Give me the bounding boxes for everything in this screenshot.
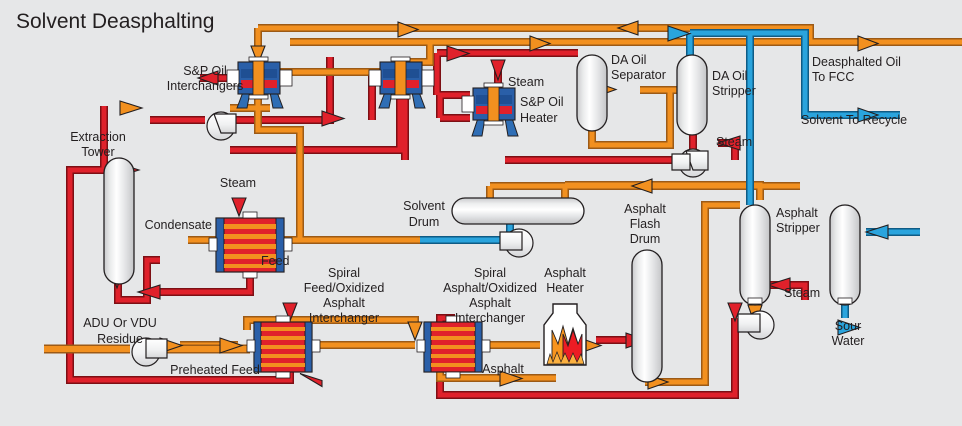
- label-preheated-feed: Preheated Feed: [170, 363, 260, 377]
- label-adu-vdu-1: ADU Or VDU: [83, 316, 157, 330]
- label-sour-water-2: Water: [832, 334, 865, 348]
- extraction-tower: [103, 157, 135, 285]
- label-spiral-feed-2: Feed/Oxidized: [304, 281, 385, 295]
- sp-oil-interchanger-left: [226, 56, 293, 109]
- da-oil-separator: [576, 54, 608, 132]
- label-asphalt: Asphalt: [482, 362, 524, 376]
- page-title: Solvent Deasphalting: [16, 10, 214, 33]
- sour-water-vessel: [829, 204, 861, 306]
- pump-da-stripper-bottoms: [671, 148, 709, 178]
- label-da-oil-separator-1: DA Oil: [611, 53, 646, 67]
- label-solvent-drum-2: Drum: [409, 215, 440, 229]
- label-spiral-asphalt-3: Asphalt: [469, 296, 511, 310]
- label-asphalt-heater-2: Heater: [546, 281, 584, 295]
- asphalt-heater: [543, 303, 587, 366]
- label-asphalt-flash-drum-2: Flash: [630, 217, 661, 231]
- vessel-nozzles: [747, 297, 853, 305]
- label-extraction-tower-1: Extraction: [70, 130, 126, 144]
- label-feed: Feed: [261, 254, 290, 268]
- label-steam-da-stripper: Steam: [716, 135, 752, 149]
- pump-adu-vdu-residue: [131, 337, 168, 367]
- label-steam-asphalt-stripper: Steam: [784, 286, 820, 300]
- label-adu-vdu-2: Residue: [97, 332, 143, 346]
- pump-extraction-feed: [206, 111, 237, 141]
- label-steam-condenser: Steam: [220, 176, 256, 190]
- label-condensate: Condensate: [145, 218, 212, 232]
- label-spiral-feed-4: Interchanger: [309, 311, 379, 325]
- label-deasphalted-oil-2: To FCC: [812, 70, 854, 84]
- label-asphalt-heater-1: Asphalt: [544, 266, 586, 280]
- label-da-oil-stripper-1: DA Oil: [712, 69, 747, 83]
- label-da-oil-stripper-2: Stripper: [712, 84, 756, 98]
- label-solvent-to-recycle: Solvent To Recycle: [801, 113, 907, 127]
- sp-oil-interchanger-right: [368, 56, 435, 109]
- solvent-drum: [451, 197, 585, 225]
- condensate-exchanger: [208, 211, 293, 279]
- label-sp-oil-interchangers-2: Interchangers: [167, 79, 243, 93]
- label-sp-oil-heater-2: Heater: [520, 111, 558, 125]
- label-asphalt-stripper-2: Stripper: [776, 221, 820, 235]
- label-asphalt-flash-drum-1: Asphalt: [624, 202, 666, 216]
- label-extraction-tower-2: Tower: [81, 145, 114, 159]
- label-da-oil-separator-2: Separator: [611, 68, 666, 82]
- spiral-asphalt-oxidized-asphalt-interchanger: [416, 315, 491, 379]
- label-sp-oil-interchangers-1: S&P Oil: [183, 64, 227, 78]
- label-sp-oil-heater-1: S&P Oil: [520, 95, 564, 109]
- label-spiral-feed-1: Spiral: [328, 266, 360, 280]
- label-steam-heater: Steam: [508, 75, 544, 89]
- sp-oil-heater: [461, 82, 519, 137]
- asphalt-flash-drum: [631, 249, 663, 383]
- da-oil-stripper: [676, 54, 708, 136]
- label-spiral-asphalt-2: Asphalt/Oxidized: [443, 281, 537, 295]
- label-spiral-asphalt-4: Interchanger: [455, 311, 525, 325]
- label-spiral-asphalt-1: Spiral: [474, 266, 506, 280]
- asphalt-stripper: [739, 204, 771, 306]
- label-spiral-feed-3: Asphalt: [323, 296, 365, 310]
- pump-solvent-drum: [499, 228, 534, 258]
- spiral-feed-oxidized-asphalt-interchanger: [246, 315, 321, 379]
- label-deasphalted-oil-1: Deasphalted Oil: [812, 55, 901, 69]
- pump-asphalt-stripper-bottoms: [737, 310, 775, 340]
- label-asphalt-flash-drum-3: Drum: [630, 232, 661, 246]
- label-sour-water-1: Sour: [835, 319, 861, 333]
- label-solvent-drum-1: Solvent: [403, 199, 445, 213]
- label-asphalt-stripper-1: Asphalt: [776, 206, 818, 220]
